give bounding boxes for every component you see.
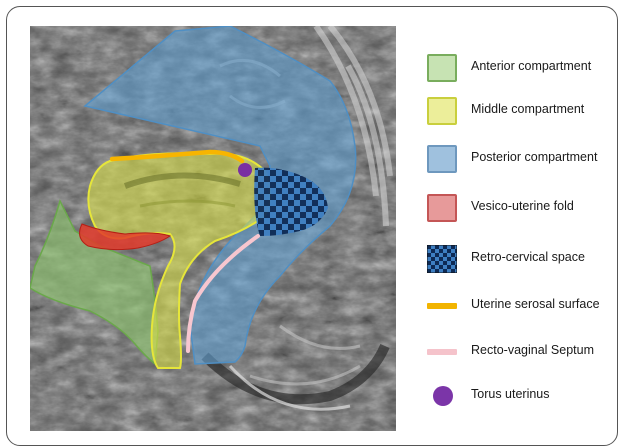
legend-item-middle-compartment: Middle compartment: [415, 93, 620, 129]
legend-swatch-septum: [427, 349, 457, 355]
legend-label: Retro-cervical space: [471, 250, 585, 264]
legend-item-uterine-serosal-surface: Uterine serosal surface: [415, 288, 620, 324]
legend-item-retro-cervical-space: Retro-cervical space: [415, 241, 620, 277]
legend-label: Middle compartment: [471, 102, 584, 116]
legend-item-torus-uterinus: Torus uterinus: [415, 378, 620, 414]
legend-swatch-retro-cervical: [427, 245, 457, 273]
legend-swatch-anterior: [427, 54, 457, 82]
legend-label: Anterior compartment: [471, 59, 591, 73]
torus-uterinus-dot: [238, 163, 252, 177]
legend-item-posterior-compartment: Posterior compartment: [415, 141, 620, 177]
legend-label: Recto-vaginal Septum: [471, 343, 594, 357]
legend-label: Uterine serosal surface: [471, 297, 600, 311]
legend-swatch-serosal: [427, 303, 457, 309]
legend-item-anterior-compartment: Anterior compartment: [415, 50, 620, 86]
legend-label: Torus uterinus: [471, 387, 550, 401]
annotated-mri-svg: [30, 26, 396, 431]
legend-label: Vesico-uterine fold: [471, 199, 574, 213]
legend-item-vesico-uterine-fold: Vesico-uterine fold: [415, 190, 620, 226]
legend-item-recto-vaginal-septum: Recto-vaginal Septum: [415, 334, 620, 370]
legend-label: Posterior compartment: [471, 150, 597, 164]
legend-swatch-posterior: [427, 145, 457, 173]
legend-swatch-middle: [427, 97, 457, 125]
checker-swatch-icon: [427, 245, 457, 273]
legend-swatch-torus: [433, 386, 453, 406]
mri-sagittal-image: [30, 26, 396, 431]
legend-swatch-vesico: [427, 194, 457, 222]
